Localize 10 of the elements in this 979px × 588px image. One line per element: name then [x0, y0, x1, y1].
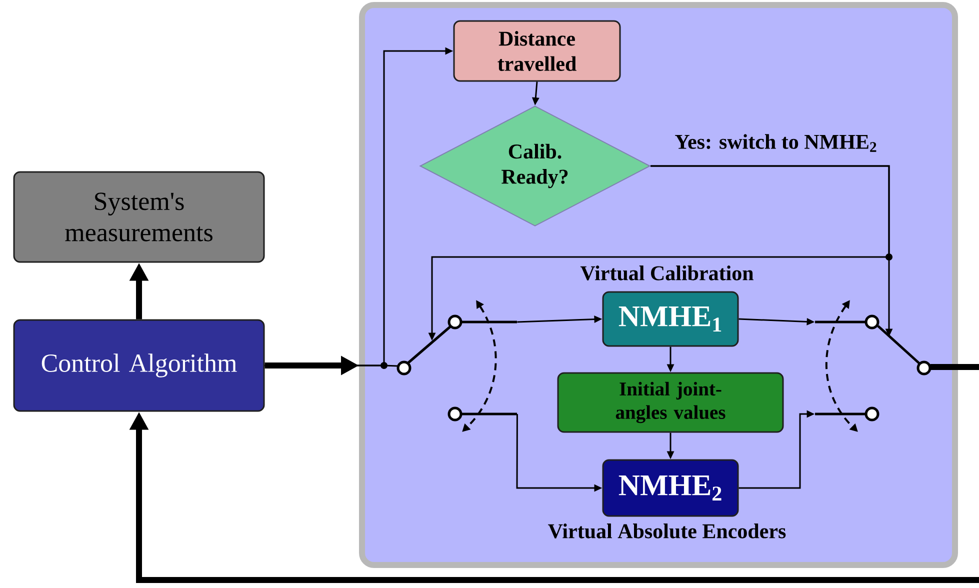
caption-text: Virtual Calibration: [580, 266, 754, 280]
process-box: NMHE$_{1}$: [602, 291, 739, 347]
arrow: [129, 364, 979, 583]
caption-text: Virtual Absolute Encoders: [548, 524, 786, 538]
process-box: Initial joint-angles values: [557, 372, 784, 433]
process-box: NMHE$_{2}$: [602, 459, 739, 517]
process-box: Distance travelled: [453, 20, 621, 82]
process-box: Control Algorithm: [13, 319, 265, 412]
process-box: System's measurements: [13, 171, 265, 263]
edge-label: Yes: switch to NMHE$_{2}$: [674, 133, 878, 153]
